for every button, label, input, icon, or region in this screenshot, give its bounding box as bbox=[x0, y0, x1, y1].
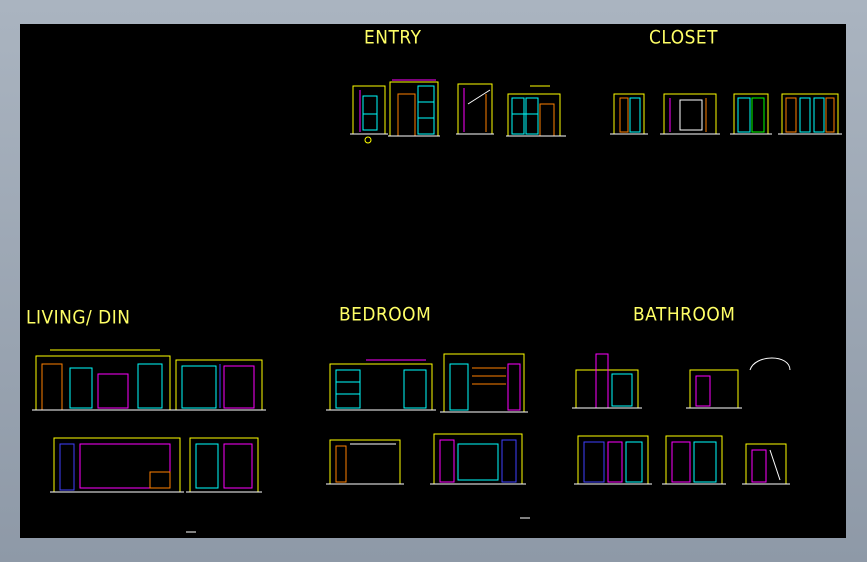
living-elevation-2 bbox=[172, 359, 266, 411]
bedroom-elevation-3 bbox=[326, 439, 404, 485]
entry-elevation-2 bbox=[388, 79, 440, 137]
section-title-living: LIVING/ DIN bbox=[26, 307, 131, 329]
section-title-bedroom: BEDROOM bbox=[339, 304, 432, 326]
bedroom-elevation-1 bbox=[326, 359, 436, 411]
bedroom-elevation-4 bbox=[430, 433, 526, 485]
living-elevation-4 bbox=[186, 437, 262, 493]
closet-elevation-1 bbox=[610, 93, 648, 135]
living-elevation-3 bbox=[50, 437, 184, 493]
bathroom-elevation-3 bbox=[574, 435, 652, 485]
section-title-closet: CLOSET bbox=[649, 27, 719, 49]
entry-elevation-3 bbox=[456, 83, 494, 135]
entry-elevation-1 bbox=[350, 85, 388, 144]
closet-elevation-4 bbox=[778, 93, 842, 135]
drawing-sheet: ENTRY CLOSET LIVING/ DIN BEDROOM BATHROO… bbox=[20, 24, 846, 538]
section-title-bathroom: BATHROOM bbox=[633, 304, 736, 326]
entry-elevation-4 bbox=[506, 85, 566, 137]
bathroom-elevation-5 bbox=[742, 443, 790, 485]
section-title-entry: ENTRY bbox=[364, 27, 422, 49]
bathroom-elevation-4 bbox=[662, 435, 726, 485]
living-elevation-1 bbox=[32, 349, 174, 411]
bathroom-elevation-2 bbox=[686, 357, 791, 409]
closet-elevation-3 bbox=[730, 93, 772, 135]
elevation-drawings bbox=[32, 79, 842, 533]
bathroom-elevation-1 bbox=[572, 353, 642, 409]
bedroom-elevation-2 bbox=[440, 353, 528, 413]
closet-elevation-2 bbox=[660, 93, 720, 135]
